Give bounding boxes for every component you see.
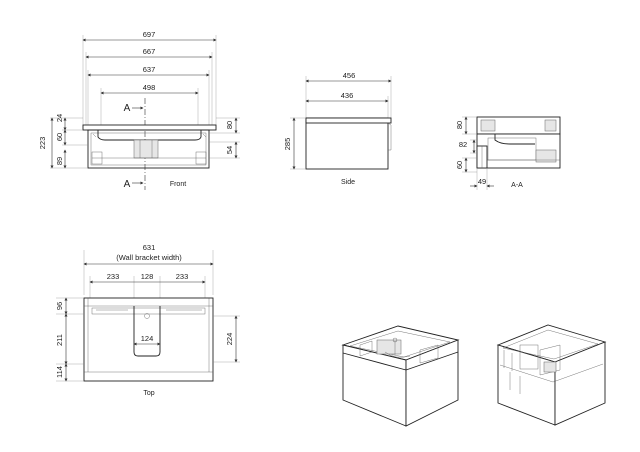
front-height-54: 54: [225, 146, 234, 154]
top-inner-124: 124: [141, 334, 154, 343]
front-caption: Front: [170, 181, 186, 188]
front-width-697: 697: [143, 30, 156, 39]
front-height-60: 60: [55, 133, 64, 141]
top-cabinet: [83, 297, 214, 382]
top-depth-211: 211: [55, 334, 64, 346]
top-depth-114: 114: [55, 366, 64, 378]
section-height-82: 82: [459, 140, 467, 149]
top-view: 631 (Wall bracket width) 233 128 233 124…: [55, 243, 240, 397]
top-caption: Top: [143, 390, 154, 397]
front-height-24: 24: [55, 114, 64, 122]
front-cabinet-body: [87, 129, 210, 169]
top-segment-right: 233: [176, 272, 189, 281]
front-height-89: 89: [55, 157, 64, 165]
top-overall-631: 631: [143, 243, 156, 252]
section-caption: A-A: [511, 182, 523, 189]
isometric-view-drawer-open: [496, 324, 607, 426]
isometric-view-drawer-closed: [341, 325, 460, 427]
side-height-285: 285: [283, 138, 292, 151]
side-view: 456 436 285 Side: [283, 71, 392, 186]
side-width-456: 456: [343, 71, 356, 80]
front-basin-top: [82, 124, 217, 131]
front-waste-trap: [133, 139, 159, 159]
section-view: 80 82 60 49 A-A: [455, 116, 561, 190]
section-height-60: 60: [455, 161, 464, 169]
side-cabinet: [305, 117, 389, 170]
top-depth-96: 96: [55, 302, 64, 310]
front-width-637: 637: [143, 65, 156, 74]
front-view: 697 667 637 498 A A 223: [38, 30, 240, 190]
section-marker-top: A: [124, 103, 131, 114]
side-basin-lip: [305, 117, 392, 124]
section-height-80: 80: [455, 121, 464, 129]
front-height-80: 80: [225, 121, 234, 129]
top-depth-224: 224: [225, 333, 234, 346]
top-segment-left: 233: [107, 272, 120, 281]
top-overall-note: (Wall bracket width): [116, 253, 182, 262]
front-width-667: 667: [143, 47, 156, 56]
side-caption: Side: [341, 179, 355, 186]
section-marker-bottom: A: [124, 179, 131, 190]
front-width-498: 498: [143, 83, 156, 92]
front-height-223: 223: [38, 137, 47, 150]
section-width-49: 49: [478, 177, 486, 186]
side-width-436: 436: [341, 91, 354, 100]
top-segment-middle: 128: [141, 272, 154, 281]
